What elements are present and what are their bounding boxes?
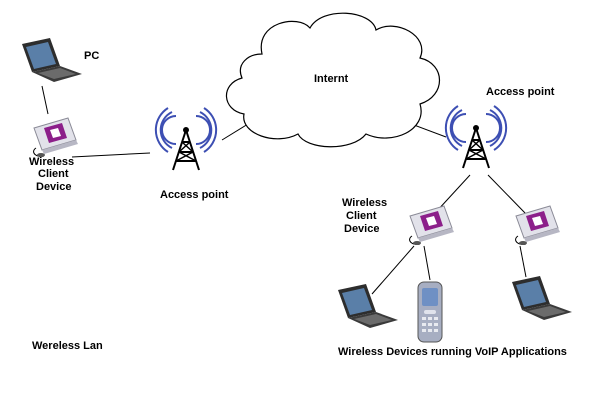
voip-devices-label: Wireless Devices running VoIP Applicatio… <box>338 346 567 358</box>
pc-laptop-icon <box>22 38 82 82</box>
access-point-right-antenna-tower-icon <box>444 105 508 169</box>
laptop-icon <box>338 284 398 328</box>
wireless-lan-label: Wereless Lan <box>32 340 103 352</box>
wireless-client-right-label-line1: Wireless <box>342 197 387 209</box>
access-point-left-antenna-tower-icon <box>154 107 218 171</box>
wireless-client-right-label-line2: Client <box>346 210 377 222</box>
wireless-client-device-icon <box>409 205 455 246</box>
wireless-client-left-label-line1: Wireless <box>29 156 74 168</box>
wireless-client-left-label-line2: Client <box>38 168 69 180</box>
laptop-icon <box>512 276 572 320</box>
wireless-client-device-icon <box>515 205 561 246</box>
access-point-left-label: Access point <box>160 189 229 201</box>
pc-label: PC <box>84 50 99 62</box>
wireless-client-left-label-line3: Device <box>36 181 71 193</box>
internet-label: Internt <box>314 73 349 85</box>
access-point-right-label: Access point <box>486 86 555 98</box>
mobile-phone-icon <box>417 281 443 343</box>
wireless-client-right-label-line3: Device <box>344 223 379 235</box>
internet-cloud-icon <box>225 12 441 148</box>
wireless-client-device-icon <box>33 117 79 158</box>
